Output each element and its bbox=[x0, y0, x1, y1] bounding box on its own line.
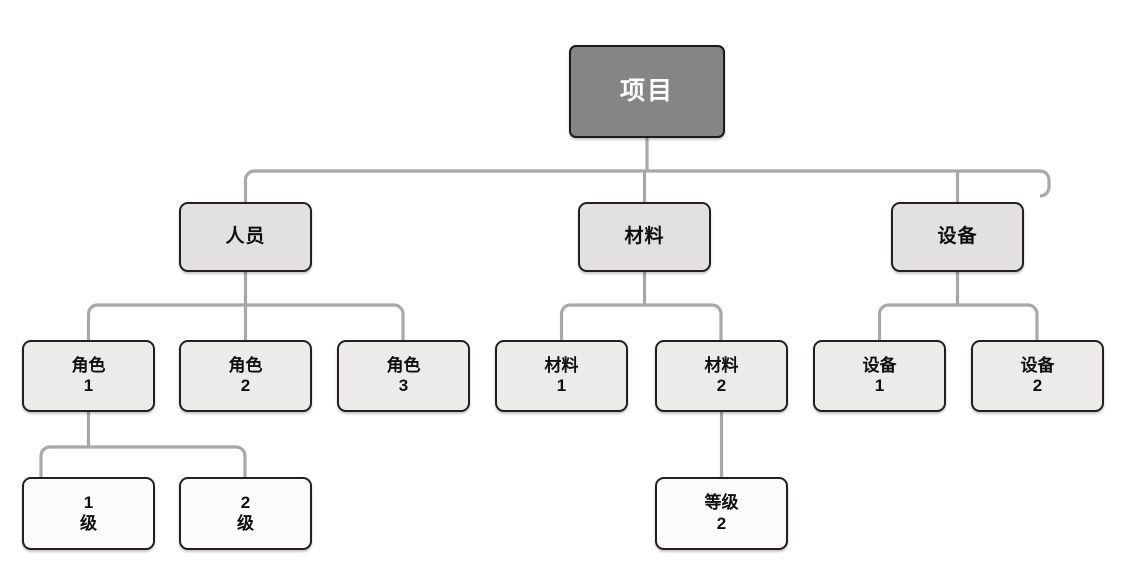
edge-role1-bus bbox=[39, 445, 247, 477]
node-grade-2-index: 2 bbox=[716, 513, 727, 533]
node-equipment-2[interactable]: 设备 2 bbox=[971, 340, 1104, 412]
node-equipment-1-title: 设备 bbox=[862, 355, 897, 375]
node-role-3-index: 3 bbox=[398, 376, 409, 395]
node-grade-level-1-index: 1 bbox=[83, 493, 94, 513]
node-material-label: 材料 bbox=[624, 225, 665, 247]
node-equipment-1[interactable]: 设备 1 bbox=[813, 340, 946, 412]
node-role-1[interactable]: 角色 1 bbox=[22, 340, 155, 412]
edge-equipment-bus bbox=[877, 303, 1039, 340]
node-grade-2[interactable]: 等级 2 bbox=[655, 477, 788, 550]
node-material-1-index: 1 bbox=[556, 376, 567, 395]
node-material-2-index: 2 bbox=[716, 376, 727, 395]
node-material-1[interactable]: 材料 1 bbox=[495, 340, 628, 412]
node-role-2-title: 角色 bbox=[228, 355, 263, 375]
node-equipment-2-index: 2 bbox=[1032, 376, 1043, 395]
node-material-1-title: 材料 bbox=[544, 355, 579, 375]
node-root[interactable]: 项目 bbox=[569, 45, 725, 138]
edge-root-to-personnel bbox=[243, 169, 1051, 202]
node-grade-2-title: 等级 bbox=[704, 493, 739, 513]
node-grade-level-1-title: 级 bbox=[80, 513, 97, 533]
edge-material-bus bbox=[559, 303, 723, 340]
node-role-2-index: 2 bbox=[240, 376, 251, 395]
node-grade-level-2-title: 级 bbox=[237, 513, 254, 533]
node-equipment-2-title: 设备 bbox=[1020, 355, 1055, 375]
node-equipment-1-index: 1 bbox=[874, 376, 885, 395]
edge-bus-right-drop bbox=[1039, 180, 1051, 198]
node-equipment[interactable]: 设备 bbox=[891, 202, 1024, 272]
node-role-2[interactable]: 角色 2 bbox=[179, 340, 312, 412]
node-personnel-label: 人员 bbox=[225, 225, 266, 247]
node-grade-level-1[interactable]: 1 级 bbox=[22, 477, 155, 550]
node-grade-level-2-index: 2 bbox=[240, 493, 251, 513]
node-role-3-title: 角色 bbox=[386, 355, 421, 375]
node-personnel[interactable]: 人员 bbox=[179, 202, 312, 272]
node-material-2-title: 材料 bbox=[704, 355, 739, 375]
node-grade-level-2[interactable]: 2 级 bbox=[179, 477, 312, 550]
node-role-3[interactable]: 角色 3 bbox=[337, 340, 470, 412]
node-role-1-title: 角色 bbox=[71, 355, 106, 375]
node-material-2[interactable]: 材料 2 bbox=[655, 340, 788, 412]
node-equipment-label: 设备 bbox=[937, 225, 978, 247]
node-material[interactable]: 材料 bbox=[578, 202, 711, 272]
node-role-1-index: 1 bbox=[83, 376, 94, 395]
node-root-line-1: 项目 bbox=[619, 76, 674, 105]
